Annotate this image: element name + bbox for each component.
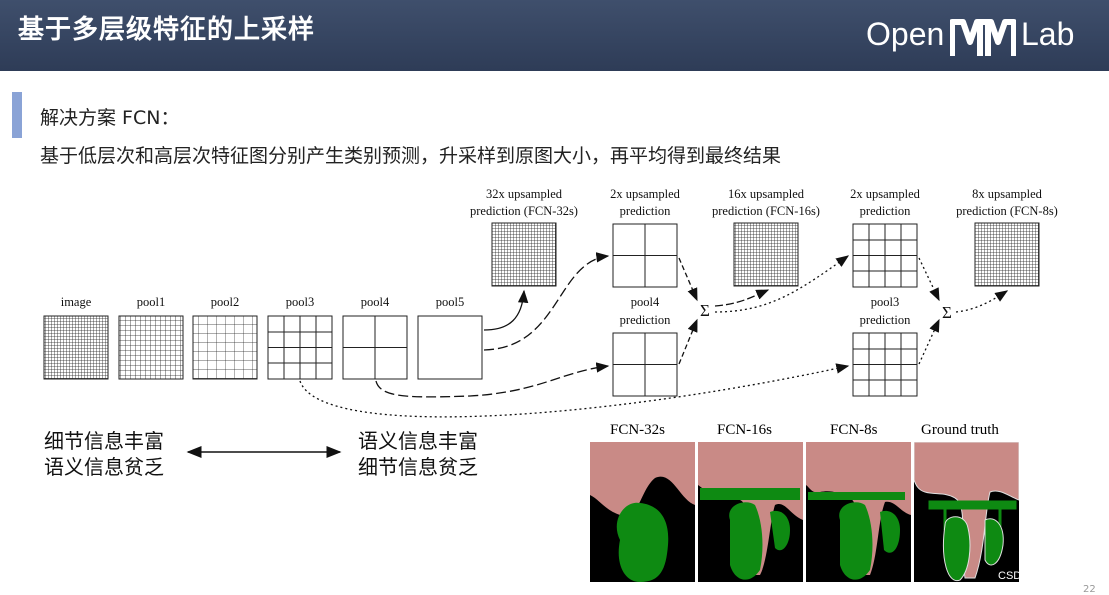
label-8x-l1: 8x upsampled — [972, 187, 1043, 201]
logo-text-lab: Lab — [1021, 16, 1075, 52]
grid-fcn16s — [733, 222, 799, 287]
label-pool3pred-l2: prediction — [860, 313, 911, 327]
label-pool5: pool5 — [436, 295, 464, 309]
label-32x-l2: prediction (FCN-32s) — [470, 204, 578, 218]
label-pool4: pool4 — [361, 295, 390, 309]
seg-fcn16s-image — [698, 442, 803, 582]
label-16x-l1: 16x upsampled — [728, 187, 805, 201]
label-pool3: pool3 — [286, 295, 314, 309]
grid-image — [43, 315, 109, 380]
sum-symbol-1: Σ — [700, 301, 710, 320]
input-grids — [43, 315, 483, 380]
label-2x-b-l1: 2x upsampled — [850, 187, 921, 201]
seg-label-fcn16s: FCN-16s — [717, 422, 773, 438]
flow-arrows — [299, 252, 1009, 418]
label-pool4pred-l2: prediction — [620, 313, 671, 327]
csdn-watermark: CSDN @RuojiFW — [998, 570, 1086, 582]
grid-pool1 — [118, 315, 184, 380]
accent-bar — [12, 92, 22, 138]
grid-2x-pool5 — [612, 223, 678, 288]
logo-text-open: Open — [866, 16, 945, 52]
logo-mm-mark — [950, 19, 1016, 56]
high-level-note-line2: 细节信息贫乏 — [358, 455, 478, 479]
label-32x-l1: 32x upsampled — [486, 187, 563, 201]
grid-pool3-prediction — [852, 332, 918, 397]
description-line: 基于低层次和高层次特征图分别产生类别预测，升采样到原图大小，再平均得到最终结果 — [40, 145, 782, 167]
grid-fcn8s — [974, 222, 1040, 287]
seg-fcn32s-image — [590, 442, 695, 582]
label-pool2: pool2 — [211, 295, 239, 309]
low-level-note-line2: 语义信息贫乏 — [44, 455, 164, 479]
slide-title: 基于多层级特征的上采样 — [18, 15, 316, 45]
grid-pool3 — [267, 315, 333, 380]
label-pool4pred-l1: pool4 — [631, 295, 660, 309]
page-number: 22 — [1083, 584, 1096, 595]
slide-header: 基于多层级特征的上采样 Open Lab — [0, 0, 1109, 71]
label-2x-a-l2: prediction — [620, 204, 671, 218]
high-level-note: 语义信息丰富 细节信息贫乏 — [358, 428, 478, 480]
grid-2x-fused — [852, 223, 918, 288]
seg-ground-truth-image — [914, 442, 1019, 582]
input-labels: image pool1 pool2 pool3 pool4 pool5 — [61, 295, 465, 309]
label-2x-a-l1: 2x upsampled — [610, 187, 681, 201]
solution-line: 解决方案 FCN： — [40, 107, 180, 129]
seg-label-ground-truth: Ground truth — [921, 422, 999, 438]
low-level-note: 细节信息丰富 语义信息贫乏 — [44, 428, 164, 480]
label-8x-l2: prediction (FCN-8s) — [956, 204, 1058, 218]
label-2x-b-l2: prediction — [860, 204, 911, 218]
label-pool1: pool1 — [137, 295, 165, 309]
grid-pool4-prediction — [612, 332, 678, 397]
high-level-note-line1: 语义信息丰富 — [358, 429, 478, 453]
grid-pool4 — [342, 315, 408, 380]
seg-fcn8s-image — [806, 442, 911, 582]
seg-label-fcn32s: FCN-32s — [610, 422, 666, 438]
grid-fcn32s — [491, 222, 557, 287]
low-level-note-line1: 细节信息丰富 — [44, 429, 164, 453]
sum-symbol-2: Σ — [942, 303, 952, 322]
grid-pool5 — [417, 315, 483, 380]
prediction-labels: 32x upsampled prediction (FCN-32s) 2x up… — [470, 187, 1058, 327]
label-image: image — [61, 295, 92, 309]
seg-label-fcn8s: FCN-8s — [830, 422, 878, 438]
label-16x-l2: prediction (FCN-16s) — [712, 204, 820, 218]
label-pool3pred-l1: pool3 — [871, 295, 899, 309]
grid-pool2 — [192, 315, 258, 380]
